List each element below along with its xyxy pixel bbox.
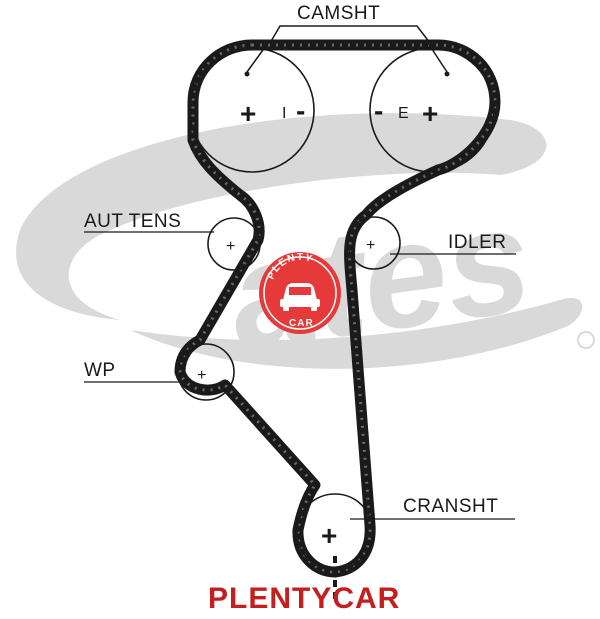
water-pump-plus-symbol: + [197,367,206,384]
exhaust-letter: E [398,105,409,122]
camshaft-label: CAMSHT [297,3,380,24]
logo-swoosh-lower [130,298,583,369]
idler-pulley [347,216,401,270]
idler-plus-symbol: + [366,237,375,254]
registered-mark [577,331,595,349]
crankshaft-label: CRANSHT [403,496,498,517]
tensioner-label: AUT TENS [84,211,181,232]
crankshaft-plus-symbol: + [321,520,337,551]
watermark-text: PLENTYCAR [208,582,400,614]
intake-minus-symbol: - [296,95,305,126]
badge-bottom-text: CAR [289,318,314,329]
idler-label: IDLER [448,232,506,253]
watermark-badge: PLENTY CAR [259,252,341,334]
intake-camshaft-pulley [189,47,315,173]
exhaust-minus-symbol: - [374,95,383,126]
tensioner-pulley [207,217,261,271]
brand-logo-background: ates [16,113,595,382]
water-pump-pulley [177,343,235,401]
tensioner-plus-symbol: + [226,238,235,255]
intake-plus-symbol: + [240,98,256,129]
intake-letter: I [282,105,286,122]
logo-swoosh [16,113,547,321]
water-pump-label: WP [84,360,116,381]
camshaft-callout: CAMSHT [244,3,450,77]
exhaust-plus-symbol: + [422,98,438,129]
